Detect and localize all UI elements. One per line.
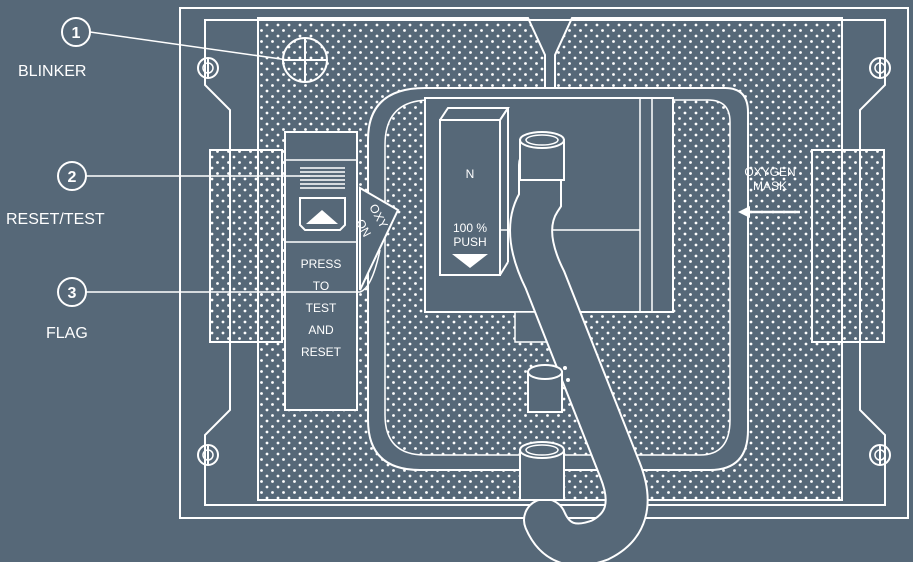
- oxygen-mask-label-line1: OXYGEN: [744, 165, 795, 179]
- callout-2-number: 2: [68, 169, 77, 186]
- callout-3-number: 3: [68, 285, 77, 302]
- screw-icon: [870, 58, 890, 78]
- reset-test-slide[interactable]: [285, 132, 357, 410]
- screw-icon: [198, 445, 218, 465]
- selector-lever[interactable]: [440, 120, 500, 275]
- lever-percent-label: 100 %: [453, 221, 487, 235]
- blinker-indicator: [283, 38, 327, 82]
- callout-3-label: FLAG: [46, 325, 88, 342]
- lever-push-label: PUSH: [453, 235, 486, 249]
- right-side-plate: [812, 150, 884, 342]
- press-label-line2: TO: [313, 279, 329, 293]
- callout-1-label: BLINKER: [18, 63, 86, 80]
- hose-upper-fitting: [520, 132, 564, 180]
- press-label-line5: RESET: [301, 345, 342, 359]
- oxygen-mask-label-line2: MASK: [753, 179, 787, 193]
- screw-icon: [198, 58, 218, 78]
- callout-2-label: RESET/TEST: [6, 211, 105, 228]
- lever-n-label: N: [466, 167, 475, 181]
- hose-lower-fitting: [520, 442, 564, 500]
- left-side-plate: [210, 150, 282, 342]
- screw-icon: [870, 445, 890, 465]
- press-label-line1: PRESS: [301, 257, 342, 271]
- press-label-line4: AND: [308, 323, 334, 337]
- press-label-line3: TEST: [306, 301, 337, 315]
- callout-1-number: 1: [72, 25, 81, 42]
